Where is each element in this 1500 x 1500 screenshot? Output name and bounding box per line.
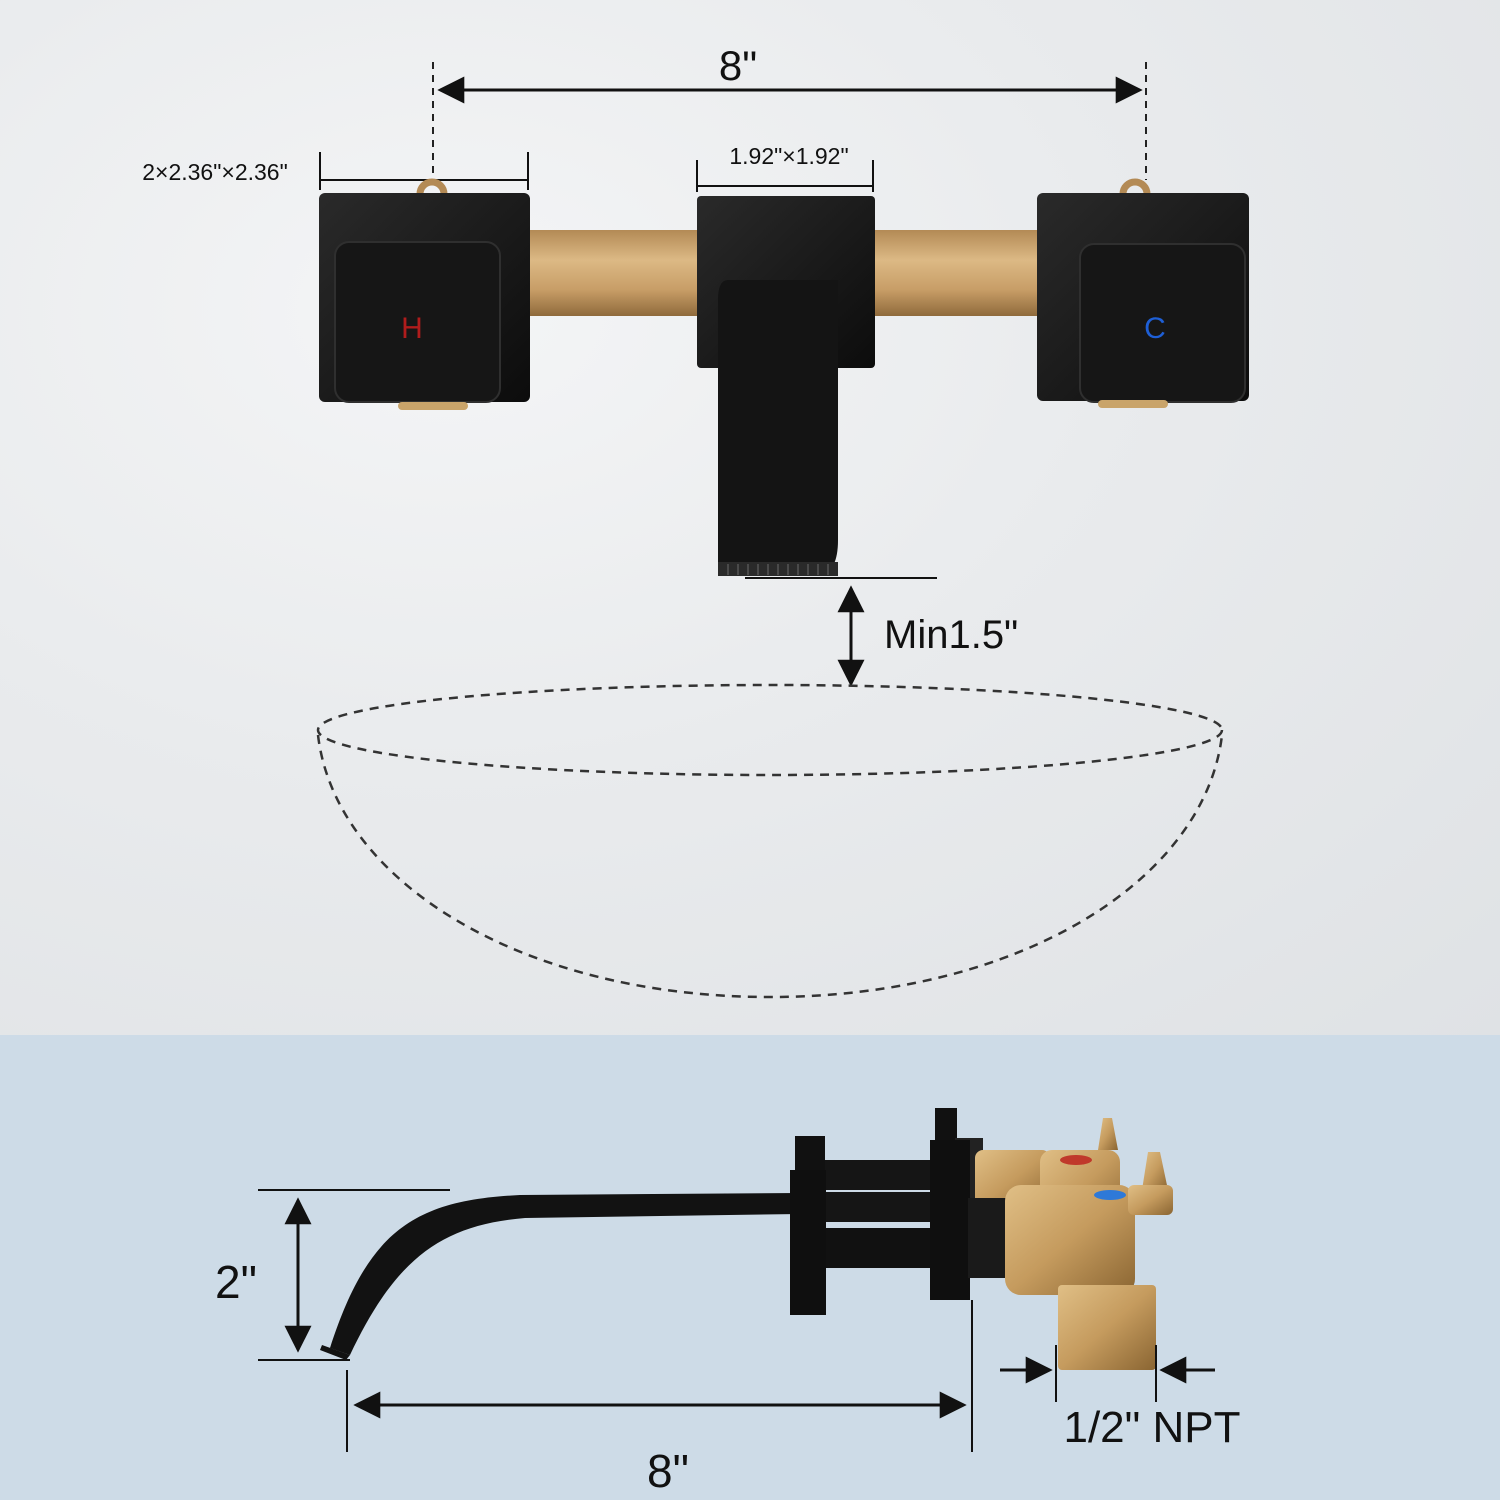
- side-view-panel: [0, 1035, 1500, 1500]
- spout-plate-label: 1.92"×1.92": [729, 143, 848, 169]
- npt-label: 1/2" NPT: [1063, 1403, 1240, 1452]
- spread-label: 8": [719, 42, 757, 89]
- height-label: 2": [215, 1256, 257, 1308]
- rough-in-valve-assembly: [790, 1108, 1173, 1370]
- hot-indicator: H: [401, 312, 423, 345]
- spout-front: [697, 196, 875, 576]
- cold-handle: C: [1037, 178, 1249, 408]
- cold-indicator: C: [1144, 312, 1166, 345]
- clearance-label: Min1.5": [884, 613, 1018, 657]
- reach-label: 8": [647, 1445, 689, 1497]
- hot-handle: H: [319, 178, 530, 410]
- spout-side-profile: [320, 1193, 800, 1360]
- handle-size-label: 2×2.36"×2.36": [142, 159, 288, 185]
- sink-basin-outline: [316, 683, 1224, 999]
